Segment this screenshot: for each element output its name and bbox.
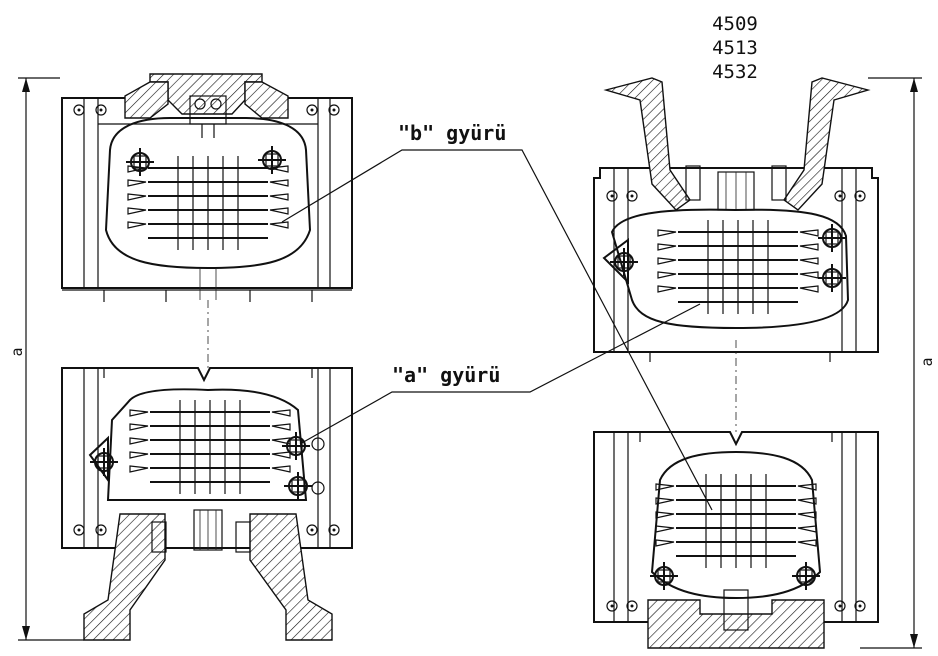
right-lower-half (593, 431, 879, 649)
model-number: 4513 (712, 37, 758, 59)
left-assembly: a (8, 73, 353, 641)
left-lower-half (61, 367, 353, 641)
leader-lines (281, 149, 713, 511)
ring-a-label: "a" gyürü (392, 363, 500, 387)
left-upper-half (61, 73, 353, 302)
left-dimension-label: a (8, 347, 26, 356)
right-upper-half (593, 77, 879, 362)
right-dimension-label: a (918, 357, 936, 366)
right-assembly: a (593, 77, 936, 649)
model-number: 4532 (712, 61, 758, 83)
ring-b-leader (281, 149, 713, 511)
model-number: 4509 (712, 13, 758, 35)
ring-a-leader (299, 303, 701, 445)
left-dimension-line (18, 77, 84, 641)
model-number-list: 4509 4513 4532 (712, 13, 758, 83)
ring-b-label: "b" gyürü (398, 121, 506, 145)
right-dimension-line (860, 77, 922, 649)
